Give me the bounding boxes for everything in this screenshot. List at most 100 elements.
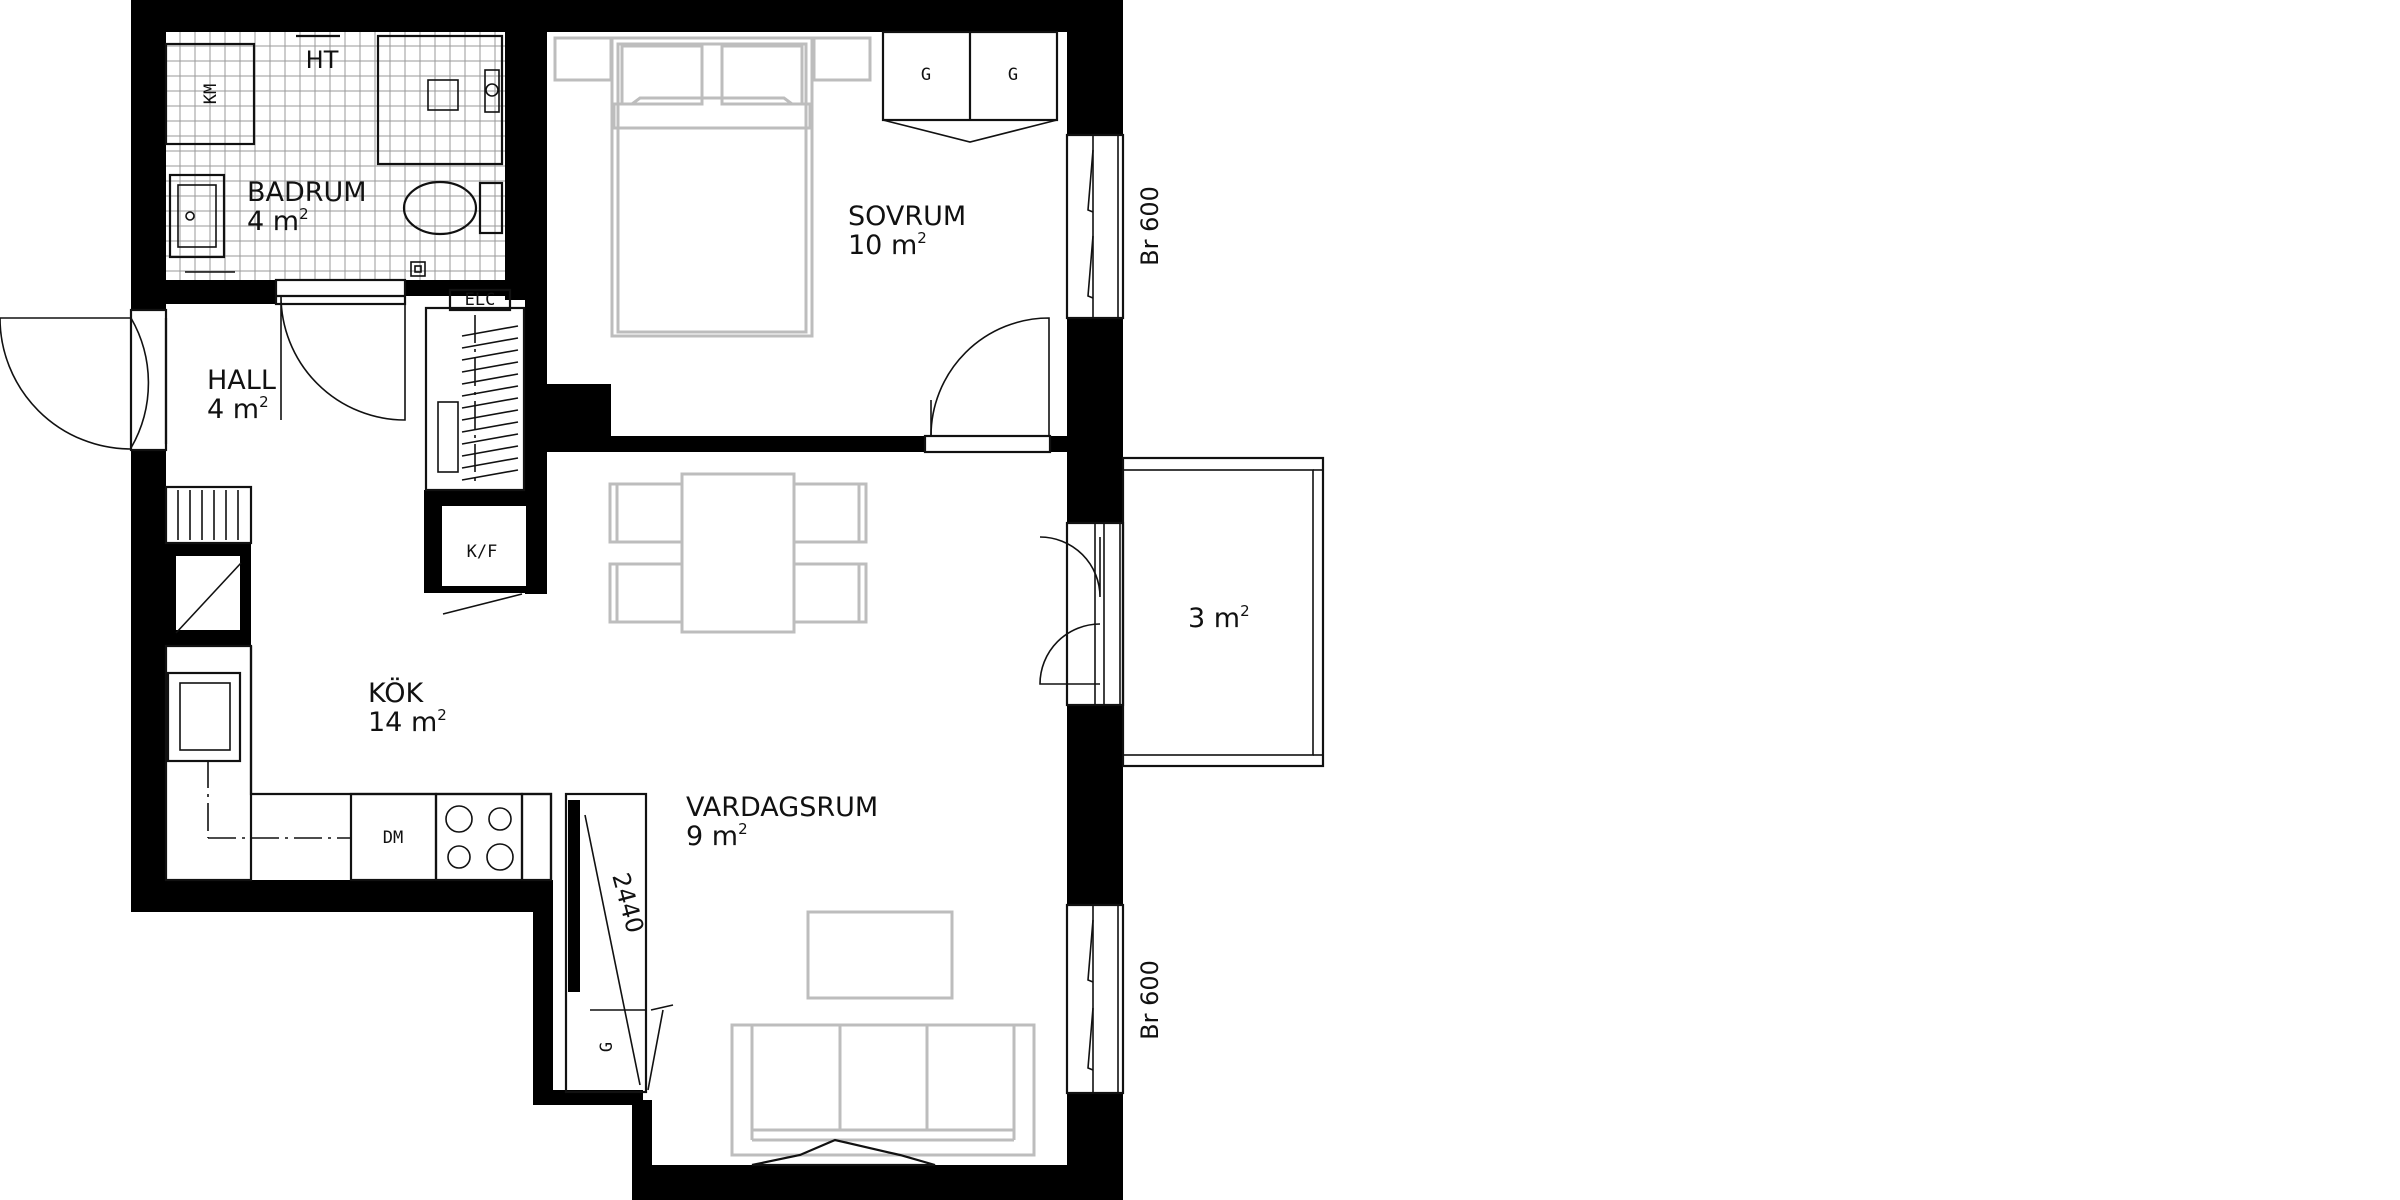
bathroom-tiles bbox=[166, 32, 505, 280]
kitchen-end-cab bbox=[520, 792, 553, 882]
windows: Br 600 Br 600 bbox=[1065, 133, 1164, 1095]
wardrobe-hangers bbox=[461, 325, 519, 481]
hanger-line bbox=[461, 361, 519, 373]
hall-shoe-rack bbox=[437, 401, 459, 473]
kitchen-sink bbox=[166, 671, 242, 763]
bath-sink-tap bbox=[185, 211, 195, 221]
hanger-line bbox=[461, 445, 519, 457]
dimension-line bbox=[584, 814, 641, 1086]
nightstand-right bbox=[812, 36, 872, 82]
sofa-lamp bbox=[751, 1138, 936, 1167]
window-vardagsrum bbox=[1065, 903, 1125, 1095]
floor-drain-inner bbox=[414, 265, 422, 273]
wall-bottom-left bbox=[131, 880, 551, 912]
elc-box bbox=[448, 288, 512, 312]
kf-label: K/F bbox=[467, 542, 498, 562]
room-area-hall: 4 m2 bbox=[207, 393, 269, 425]
bath-door-frame bbox=[274, 278, 407, 306]
hanger-line bbox=[461, 433, 519, 445]
wall-bottom-right bbox=[632, 1165, 1123, 1200]
chair-2 bbox=[608, 562, 684, 624]
kitchen-cab-diagonal bbox=[175, 562, 242, 634]
bathroom-fixtures: KM bbox=[164, 34, 504, 277]
pillow-left bbox=[620, 44, 704, 106]
wall-sov-bottom2 bbox=[1050, 436, 1070, 452]
km-label: KM bbox=[201, 84, 221, 104]
hall-wardrobe bbox=[424, 306, 526, 492]
floor-drain bbox=[410, 261, 426, 277]
balcony-door-swing-1 bbox=[1039, 536, 1101, 598]
dining-table bbox=[680, 472, 796, 634]
hanger-line bbox=[461, 385, 519, 397]
bed bbox=[610, 36, 814, 338]
tv bbox=[568, 800, 580, 992]
wall-vardag-step bbox=[533, 1090, 643, 1105]
hanger-line bbox=[461, 325, 519, 337]
room-area-kok: 14 m2 bbox=[368, 706, 447, 738]
wall-left-lower bbox=[131, 450, 166, 912]
kitchen-sink-basin bbox=[179, 682, 231, 751]
hanger-line bbox=[461, 421, 519, 433]
bed-inner bbox=[616, 42, 808, 334]
room-area-sovrum: 10 m2 bbox=[848, 229, 927, 261]
room-labels: HT BADRUM 4 m2 SOVRUM 10 m2 HALL 4 m2 KÖ… bbox=[207, 46, 1250, 852]
bedroom-door-frame bbox=[923, 434, 1052, 454]
hanger-line bbox=[461, 457, 519, 469]
kf-door-line bbox=[442, 593, 523, 615]
room-name-badrum: BADRUM bbox=[247, 177, 367, 208]
pillow-right bbox=[720, 44, 804, 106]
wall-top bbox=[131, 0, 1123, 32]
wall-right-mid1 bbox=[1067, 318, 1123, 523]
window-sovrum bbox=[1065, 133, 1125, 320]
kitchen-cab-inner bbox=[176, 556, 240, 630]
window-sovrum-label: Br 600 bbox=[1136, 186, 1164, 266]
hanger-line bbox=[461, 409, 519, 421]
hanger-line bbox=[461, 349, 519, 361]
hanger-line bbox=[461, 397, 519, 409]
wardrobe-doors bbox=[882, 119, 1058, 143]
burner-3 bbox=[447, 845, 471, 869]
chair-1 bbox=[608, 482, 684, 544]
toilet-tank bbox=[478, 181, 504, 235]
room-name-vardagsrum: VARDAGSRUM bbox=[686, 792, 878, 823]
kitchen-upper-cab-lines bbox=[177, 490, 239, 540]
balcony-door-swing-2 bbox=[1039, 623, 1101, 685]
shower-area bbox=[376, 34, 504, 166]
burner-2 bbox=[488, 807, 512, 831]
ht-label: HT bbox=[306, 46, 339, 74]
coffee-table bbox=[806, 910, 954, 1000]
room-area-badrum: 4 m2 bbox=[247, 205, 309, 237]
chair-4 bbox=[792, 562, 868, 624]
burner-1 bbox=[445, 805, 473, 833]
wall-bath-bottom bbox=[131, 280, 276, 304]
sofa bbox=[730, 1023, 1036, 1157]
shower-knob bbox=[485, 83, 499, 97]
toilet-bowl bbox=[402, 180, 478, 236]
chair-3 bbox=[792, 482, 868, 544]
hanger-line bbox=[461, 337, 519, 349]
bath-sink bbox=[168, 173, 226, 259]
wall-right-top bbox=[1067, 0, 1123, 135]
room-name-hall: HALL bbox=[207, 365, 276, 396]
dm-label: DM bbox=[383, 828, 403, 848]
hanger-line bbox=[461, 373, 519, 385]
washing-machine bbox=[164, 42, 256, 146]
kitchen: DM bbox=[164, 485, 553, 882]
entrance-door-swing bbox=[0, 317, 150, 449]
shower-mixer bbox=[484, 69, 500, 113]
room-area-balkong: 3 m2 bbox=[1188, 602, 1250, 634]
dining-set bbox=[608, 472, 868, 634]
storage-label: G bbox=[597, 1042, 617, 1052]
wall-sov-bottom bbox=[540, 436, 925, 452]
wardrobe-label-2: G bbox=[1008, 65, 1018, 85]
wall-sov-nib bbox=[525, 384, 611, 436]
hanger-line bbox=[461, 469, 519, 481]
hall-closet: ELC K/F bbox=[424, 288, 526, 562]
room-name-kok: KÖK bbox=[368, 677, 424, 709]
balcony bbox=[1121, 456, 1325, 768]
living-room: 2440 G bbox=[564, 792, 1036, 1167]
nightstand-left bbox=[553, 36, 613, 82]
wardrobe-label-1: G bbox=[921, 65, 931, 85]
bedroom-door-swing bbox=[930, 317, 1050, 437]
